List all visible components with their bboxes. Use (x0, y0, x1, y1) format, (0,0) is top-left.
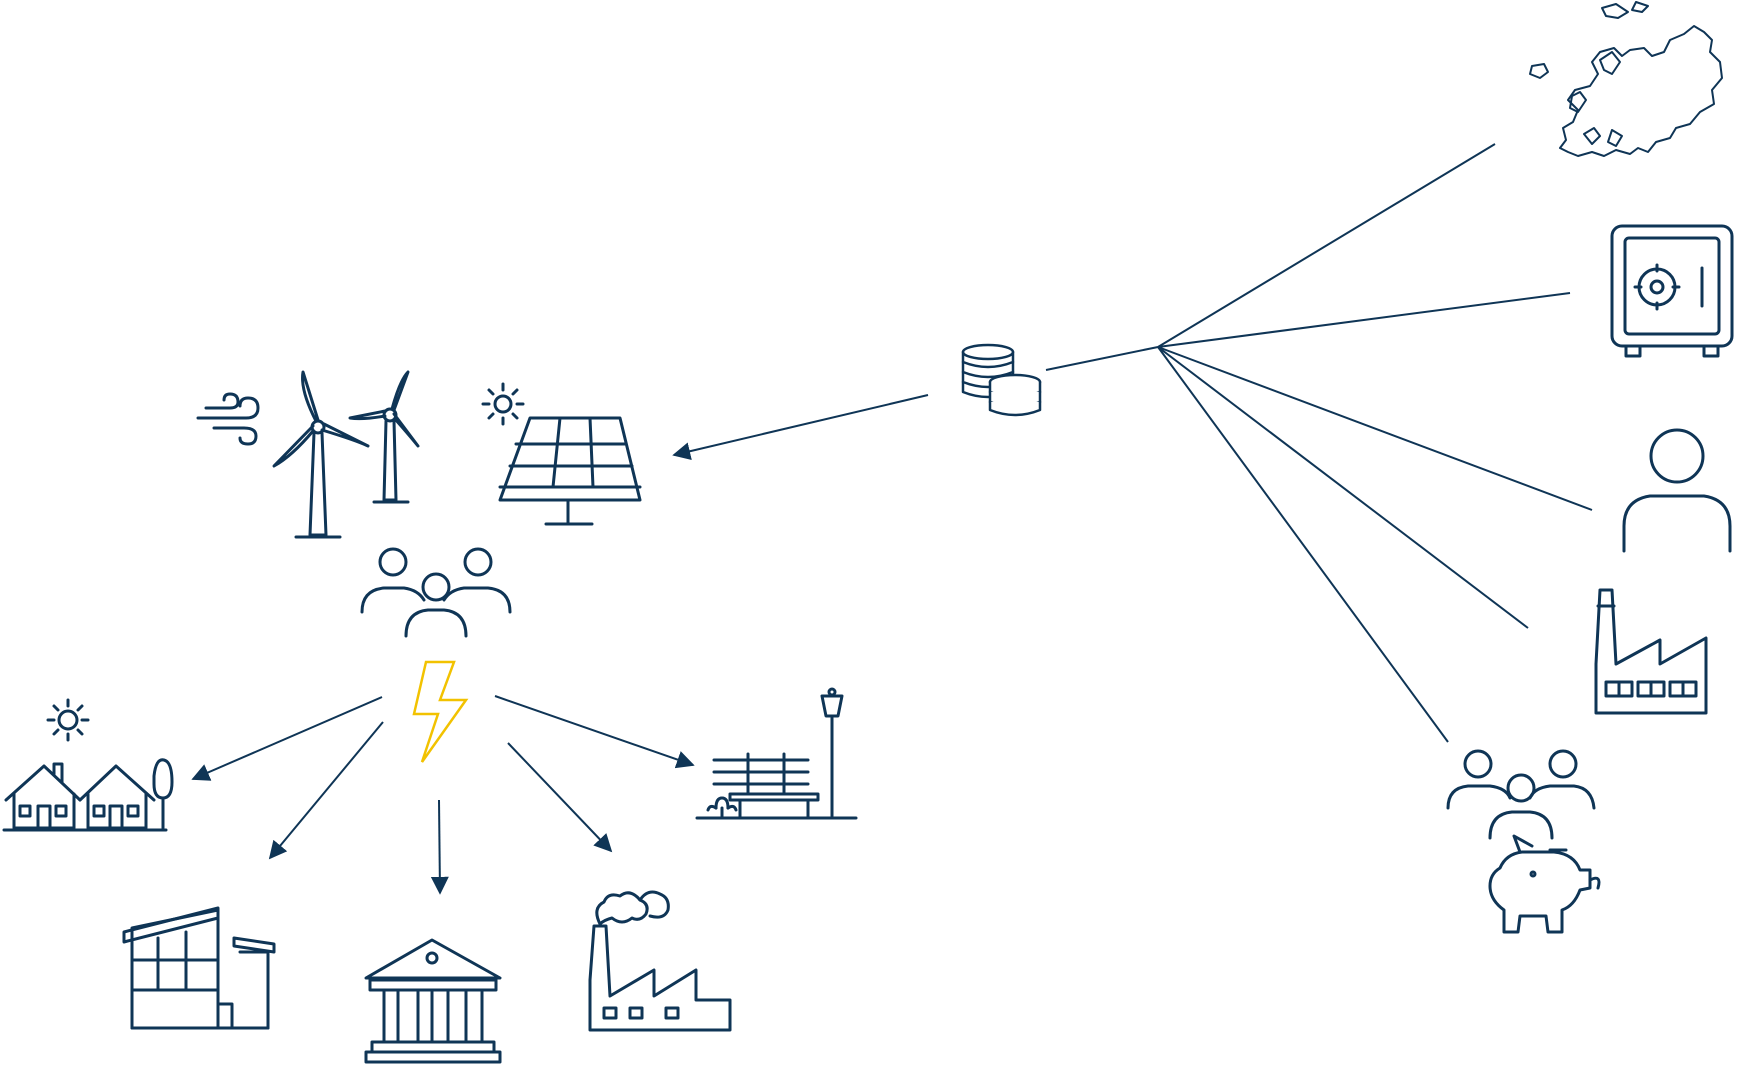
line-person (1157, 346, 1593, 511)
arrow-to-office (268, 721, 384, 860)
funding-source-lines (1045, 143, 1593, 743)
solar-panel-icon (481, 382, 642, 526)
line-to-coins (1045, 346, 1159, 371)
public-building-icon (364, 938, 502, 1064)
wind-turbines-icon (196, 370, 420, 539)
person-icon (1622, 428, 1732, 553)
arrow-coins-to-solar (672, 394, 929, 461)
office-building-icon (122, 906, 276, 1030)
lightning-bolt-icon (412, 660, 469, 763)
houses-icon (2, 698, 174, 832)
line-community (1157, 346, 1449, 743)
factory-icon (1594, 588, 1708, 715)
energy-distribution-arrows (191, 695, 695, 895)
coins-icon (961, 343, 1042, 417)
line-factory (1157, 346, 1529, 629)
piggy-bank-icon (1488, 834, 1601, 934)
line-europe (1157, 143, 1496, 348)
energy-community-icon (360, 547, 512, 638)
arrow-to-industry (507, 742, 613, 853)
safe-icon (1610, 224, 1734, 358)
arrow-to-houses (191, 696, 383, 781)
arrow-to-public (430, 799, 449, 895)
line-safe (1157, 292, 1571, 348)
park-bench-icon (695, 687, 858, 820)
community-group-icon (1446, 749, 1596, 840)
arrow-to-park (494, 695, 695, 769)
industry-icon (588, 890, 732, 1032)
europe-map-icon (1529, 1, 1723, 157)
